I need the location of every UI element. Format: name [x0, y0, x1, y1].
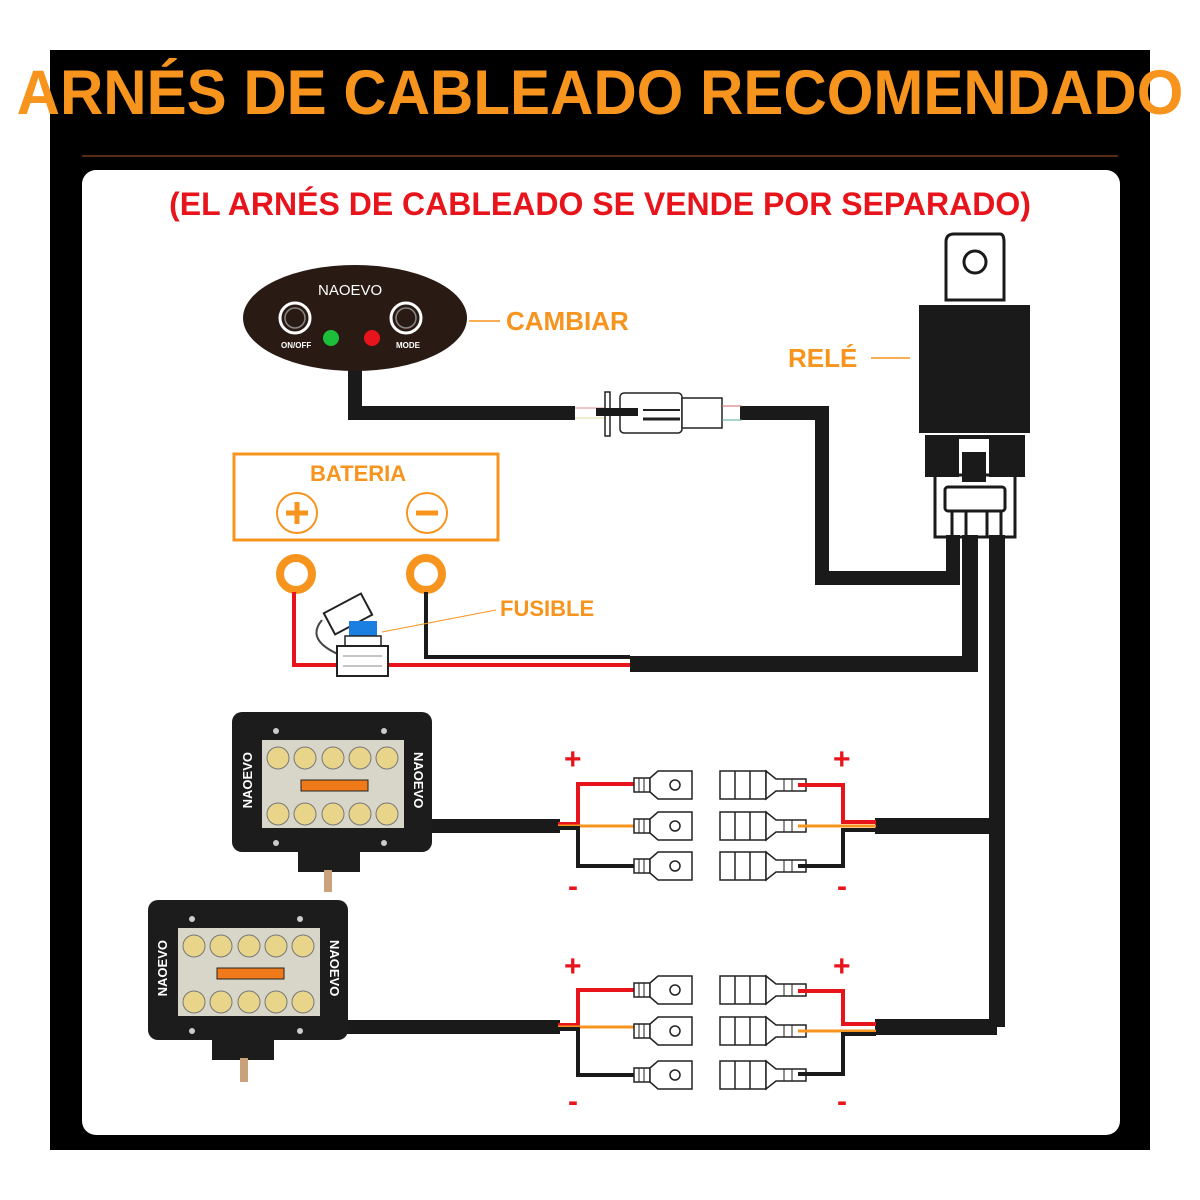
- light-1-brand: NAOEVO: [411, 752, 426, 809]
- light-2-icon: [148, 900, 348, 1082]
- mode-label: MODE: [396, 341, 420, 350]
- battery-label: BATERIA: [310, 461, 407, 486]
- fuse-label: FUSIBLE: [500, 596, 595, 621]
- switch-panel: [243, 265, 467, 371]
- connector-set-2: [558, 975, 876, 1090]
- switch-brand: NAOEVO: [318, 282, 383, 299]
- plus-sign: +: [564, 950, 582, 983]
- light-2-brand: NAOEVO: [327, 940, 342, 997]
- minus-sign: -: [837, 1085, 847, 1118]
- light-2-brand-left: NAOEVO: [155, 940, 170, 997]
- fuse-icon: [315, 592, 389, 677]
- battery-icon: [232, 452, 500, 542]
- light-1-brand-left: NAOEVO: [240, 752, 255, 809]
- relay-label: RELÉ: [788, 343, 858, 373]
- minus-sign: -: [568, 870, 578, 903]
- negative-ring-terminal-icon: [406, 554, 446, 594]
- connector-set-1: [558, 770, 876, 881]
- page-subtitle: (EL ARNÉS DE CABLEADO SE VENDE POR SEPAR…: [169, 186, 1031, 222]
- plus-sign: +: [833, 950, 851, 983]
- relay-icon: [919, 232, 1030, 539]
- plus-sign: +: [564, 743, 582, 776]
- page-title: ARNÉS DE CABLEADO RECOMENDADO: [16, 57, 1184, 128]
- minus-sign: -: [837, 870, 847, 903]
- light-1-icon: [232, 712, 432, 892]
- inline-connector: [575, 391, 742, 437]
- minus-sign: -: [568, 1085, 578, 1118]
- plus-sign: +: [833, 743, 851, 776]
- switch-label: CAMBIAR: [506, 306, 629, 336]
- red-led-icon: [364, 330, 380, 346]
- green-led-icon: [323, 330, 339, 346]
- title-divider: [82, 155, 1118, 157]
- positive-ring-terminal-icon: [276, 554, 316, 594]
- onoff-label: ON/OFF: [281, 341, 312, 350]
- harness-wires: [345, 370, 1005, 1035]
